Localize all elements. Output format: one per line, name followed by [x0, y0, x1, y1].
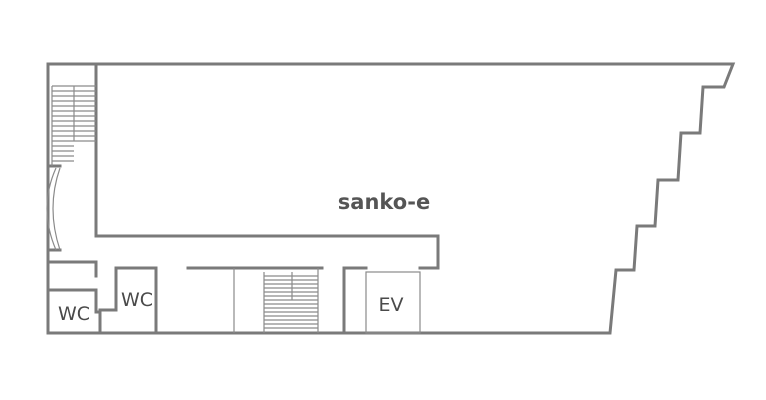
left-stairs — [51, 85, 96, 166]
elevator-car — [365, 271, 421, 334]
left-stair-enclosure — [46, 164, 62, 252]
elevator-label: EV — [378, 294, 403, 316]
wc-left-walls — [46, 260, 102, 335]
wc-right-label: WC — [121, 289, 153, 311]
plan-title: sanko-e — [338, 190, 430, 214]
outer-wall — [46, 62, 736, 335]
stair-core-wall — [94, 62, 440, 270]
wc-left-label: WC — [58, 303, 90, 325]
wc-right-walls — [98, 266, 158, 335]
central-stairs — [263, 272, 318, 333]
elevator-shaft-outer — [342, 266, 368, 335]
door-arcs — [46, 167, 61, 251]
